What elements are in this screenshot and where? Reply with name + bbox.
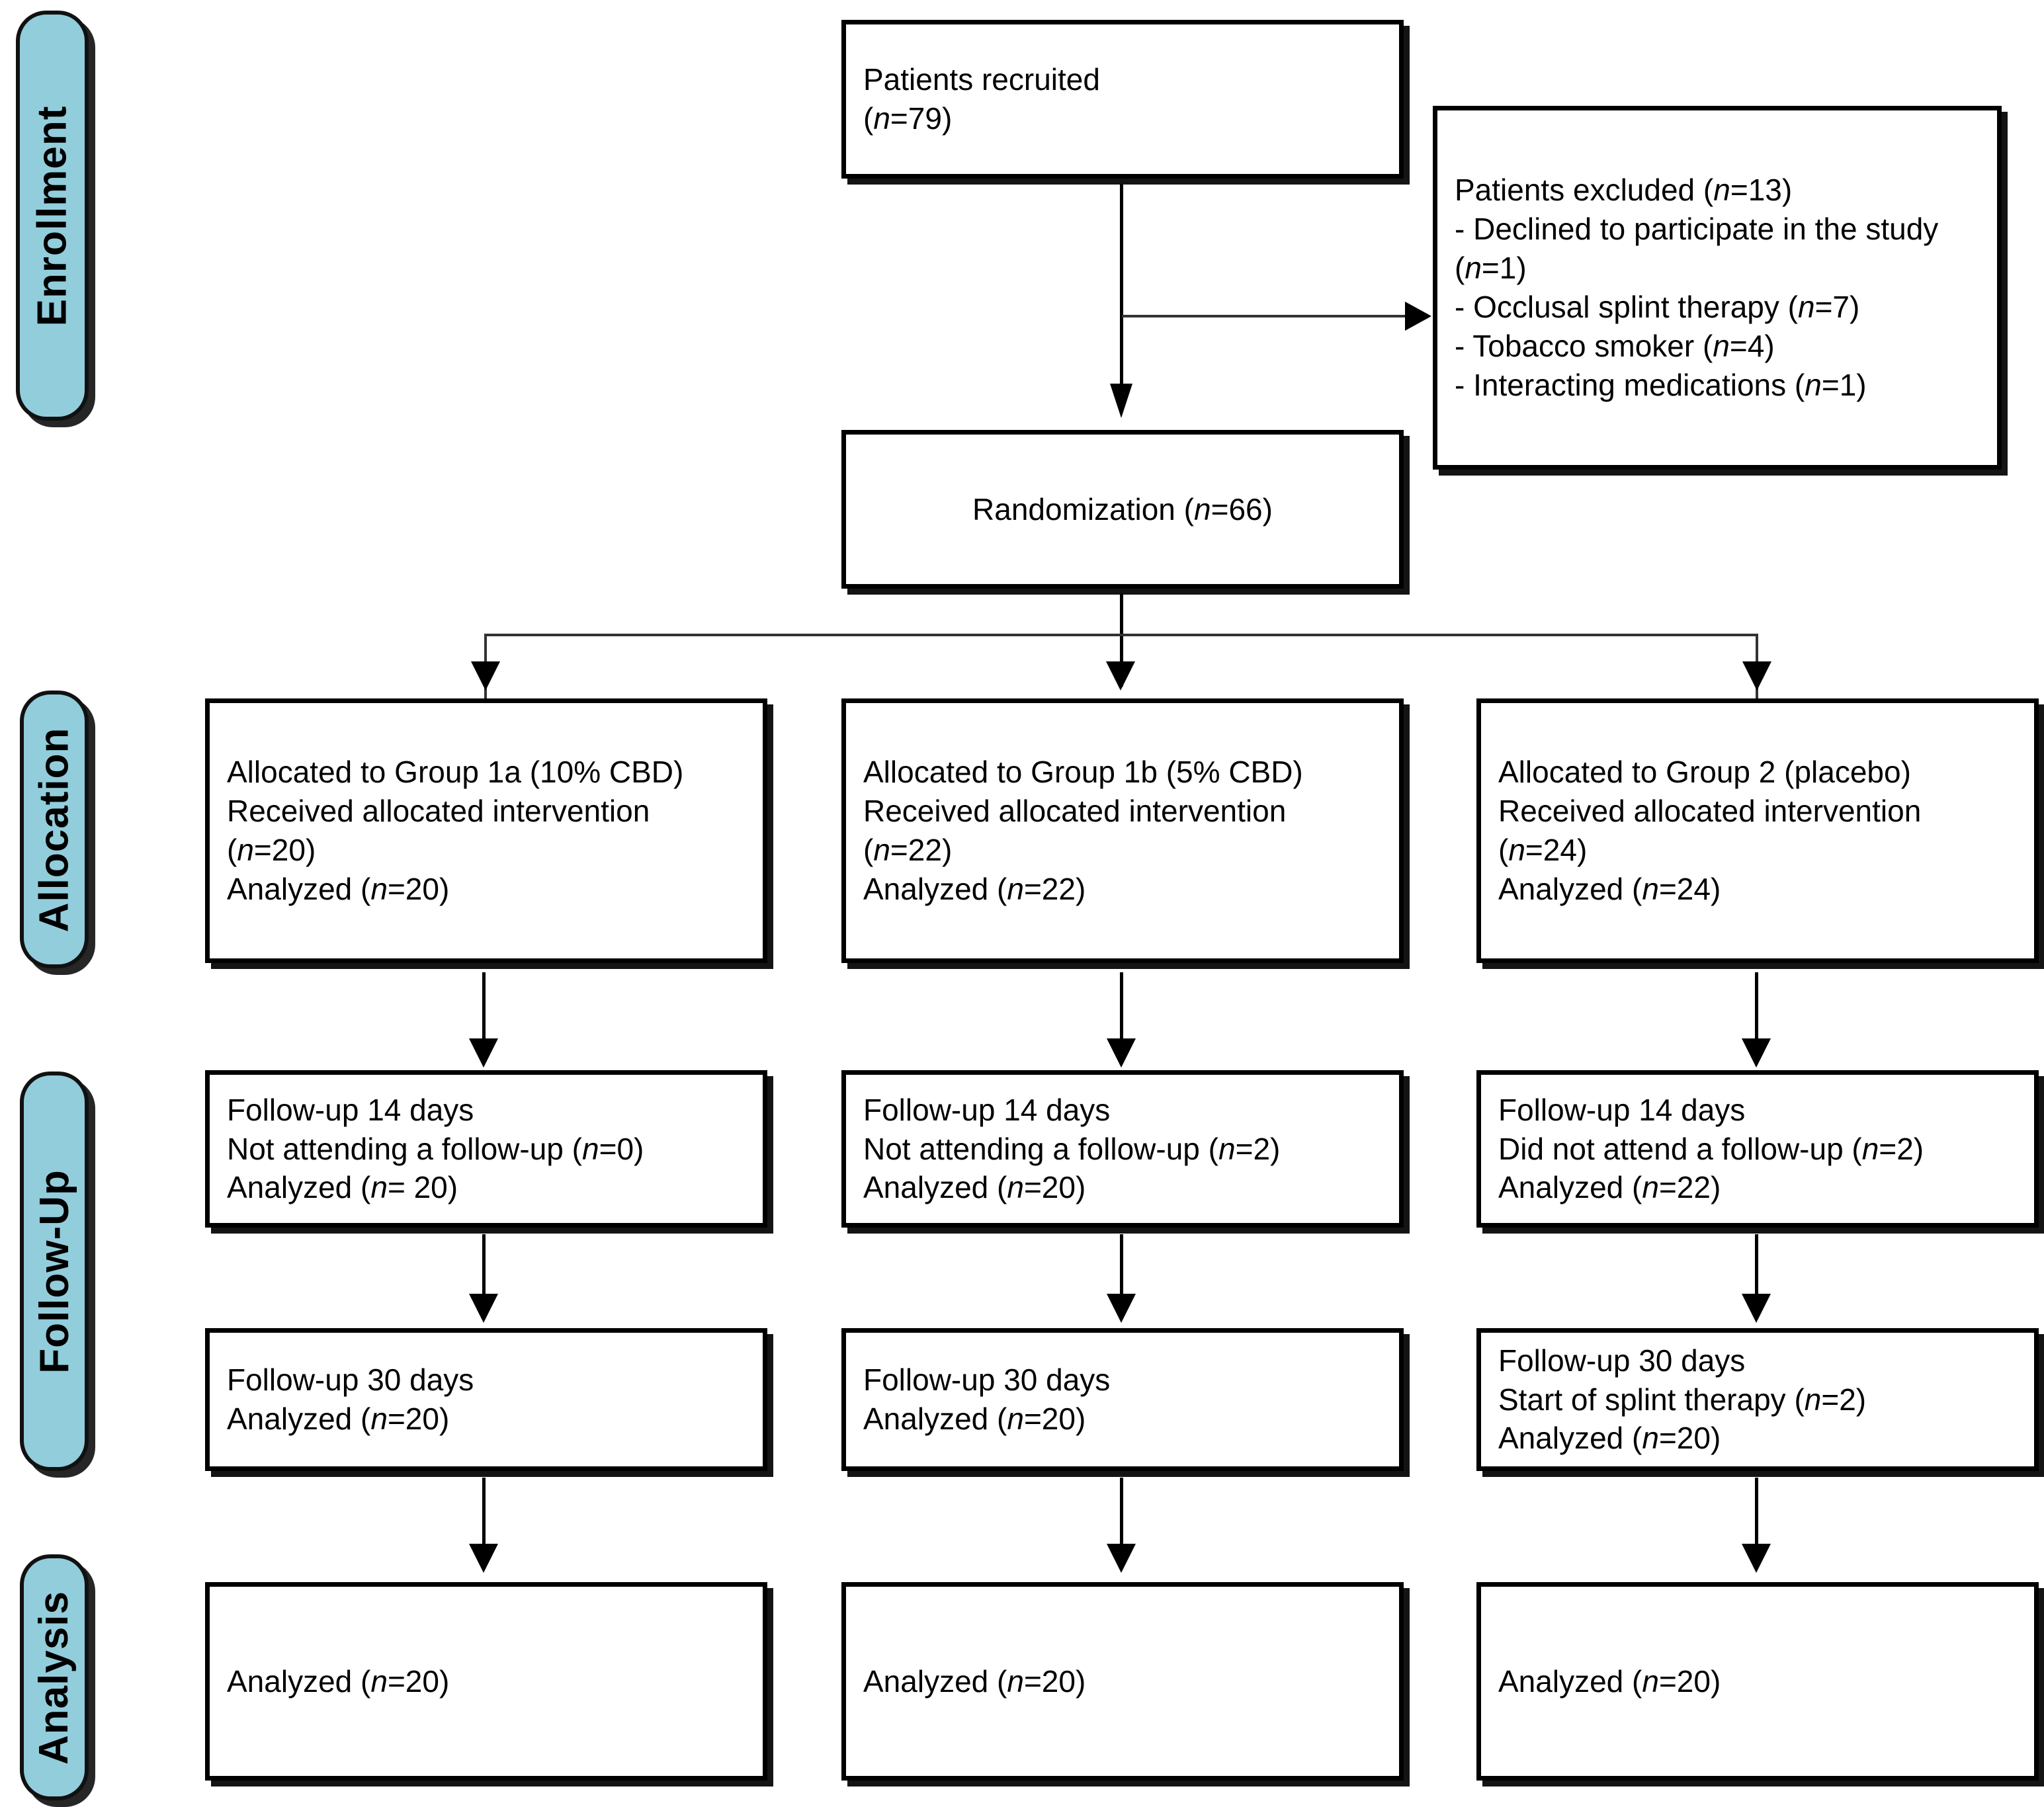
connector-randomization-bus	[484, 634, 1758, 636]
box-analysis-group-1b-text: Analyzed (n=20)	[863, 1663, 1086, 1699]
connector-fu30-to-analysis-col3	[1755, 1478, 1758, 1550]
box-analysis-group-2: Analyzed (n=20)	[1476, 1582, 2039, 1781]
box-patients-recruited: Patients recruited (n=79)	[841, 20, 1404, 179]
box-followup30-group-1b-text: Follow-up 30 days Analyzed (n=20)	[863, 1363, 1111, 1436]
box-followup14-group-2-text: Follow-up 14 days Did not attend a follo…	[1498, 1092, 1924, 1205]
box-followup14-group-1a-text: Follow-up 14 days Not attending a follow…	[227, 1092, 644, 1205]
arrowhead-fu30-to-analysis-col1	[469, 1544, 498, 1573]
box-followup14-group-2: Follow-up 14 days Did not attend a follo…	[1476, 1070, 2039, 1228]
box-allocation-group-2: Allocated to Group 2 (placebo) Received …	[1476, 698, 2039, 963]
box-followup14-group-1a: Follow-up 14 days Not attending a follow…	[205, 1070, 767, 1228]
box-randomization: Randomization (n=66)	[841, 430, 1404, 589]
stage-label-enrollment: Enrollment	[16, 11, 89, 421]
stage-label-followup: Follow-Up	[20, 1072, 89, 1471]
box-allocation-group-2-text: Allocated to Group 2 (placebo) Received …	[1498, 755, 1922, 906]
box-allocation-group-1b-text: Allocated to Group 1b (5% CBD) Received …	[863, 755, 1303, 906]
box-analysis-group-1b: Analyzed (n=20)	[841, 1582, 1404, 1781]
arrowhead-branch-left	[471, 661, 500, 691]
arrowhead-to-excluded	[1405, 302, 1431, 331]
arrowhead-branch-right	[1742, 661, 1771, 691]
arrowhead-fu14-to-fu30-col2	[1107, 1294, 1136, 1323]
box-followup30-group-1a-text: Follow-up 30 days Analyzed (n=20)	[227, 1363, 474, 1436]
stage-label-followup-text: Follow-Up	[31, 1169, 77, 1374]
arrowhead-fu30-to-analysis-col3	[1742, 1544, 1771, 1573]
stage-label-analysis: Analysis	[20, 1554, 89, 1800]
box-patients-recruited-text: Patients recruited (n=79)	[863, 62, 1100, 136]
arrowhead-fu30-to-analysis-col2	[1107, 1544, 1136, 1573]
stage-label-allocation: Allocation	[20, 691, 89, 968]
arrowhead-alloc-to-fu14-col3	[1742, 1038, 1771, 1068]
arrowhead-alloc-to-fu14-col1	[469, 1038, 498, 1068]
box-followup14-group-1b: Follow-up 14 days Not attending a follow…	[841, 1070, 1404, 1228]
connector-alloc-to-fu14-col2	[1120, 972, 1123, 1045]
stage-label-allocation-text: Allocation	[31, 727, 77, 932]
arrowhead-branch-center	[1106, 661, 1135, 691]
connector-fu14-to-fu30-col3	[1755, 1234, 1758, 1300]
box-followup30-group-1a: Follow-up 30 days Analyzed (n=20)	[205, 1328, 767, 1471]
box-analysis-group-1a-text: Analyzed (n=20)	[227, 1663, 450, 1699]
box-patients-excluded: Patients excluded (n=13) - Declined to p…	[1433, 106, 2002, 470]
box-allocation-group-1a: Allocated to Group 1a (10% CBD) Received…	[205, 698, 767, 963]
box-analysis-group-1a: Analyzed (n=20)	[205, 1582, 767, 1781]
box-allocation-group-1a-text: Allocated to Group 1a (10% CBD) Received…	[227, 755, 684, 906]
connector-fu30-to-analysis-col1	[482, 1478, 486, 1550]
connector-fu30-to-analysis-col2	[1120, 1478, 1123, 1550]
box-randomization-text: Randomization (n=66)	[972, 491, 1273, 526]
connector-fu14-to-fu30-col1	[482, 1234, 486, 1300]
box-patients-excluded-text: Patients excluded (n=13) - Declined to p…	[1455, 173, 1939, 402]
box-allocation-group-1b: Allocated to Group 1b (5% CBD) Received …	[841, 698, 1404, 963]
connector-fu14-to-fu30-col2	[1120, 1234, 1123, 1300]
stage-label-analysis-text: Analysis	[31, 1590, 77, 1765]
connector-to-excluded	[1122, 315, 1406, 317]
box-followup30-group-2: Follow-up 30 days Start of splint therap…	[1476, 1328, 2039, 1471]
box-analysis-group-2-text: Analyzed (n=20)	[1498, 1663, 1721, 1699]
box-followup30-group-1b: Follow-up 30 days Analyzed (n=20)	[841, 1328, 1404, 1471]
connector-alloc-to-fu14-col1	[482, 972, 486, 1045]
box-followup30-group-2-text: Follow-up 30 days Start of splint therap…	[1498, 1343, 1867, 1456]
arrowhead-alloc-to-fu14-col2	[1107, 1038, 1136, 1068]
arrowhead-recruited-to-randomization	[1110, 384, 1132, 418]
box-followup14-group-1b-text: Follow-up 14 days Not attending a follow…	[863, 1092, 1281, 1205]
connector-randomization-stem	[1120, 594, 1123, 687]
connector-recruited-to-randomization	[1120, 184, 1123, 389]
arrowhead-fu14-to-fu30-col3	[1742, 1294, 1771, 1323]
stage-label-enrollment-text: Enrollment	[29, 105, 75, 326]
arrowhead-fu14-to-fu30-col1	[469, 1294, 498, 1323]
connector-alloc-to-fu14-col3	[1755, 972, 1758, 1045]
